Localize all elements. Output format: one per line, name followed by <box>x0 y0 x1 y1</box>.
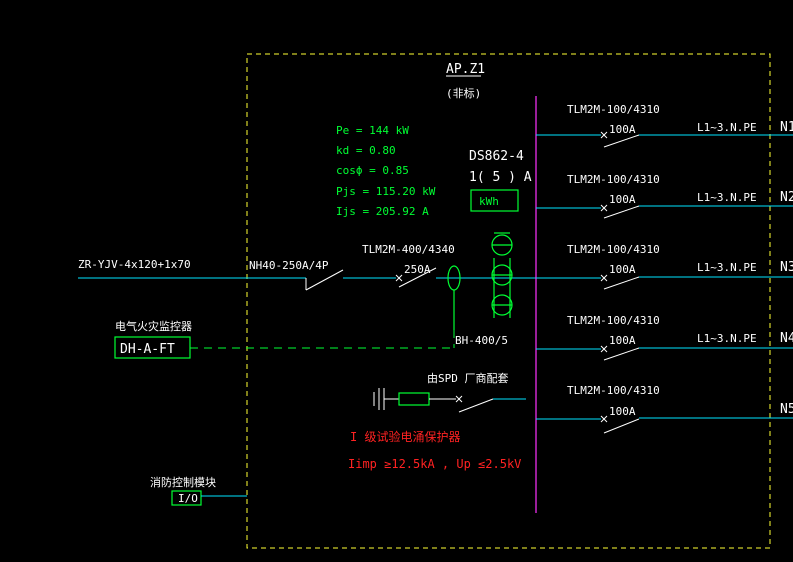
fire-monitor-label: 电气火灾监控器 <box>115 319 192 333</box>
panel-note: (非标) <box>446 86 481 100</box>
param-pjs: Pjs = 115.20 kW <box>336 185 436 198</box>
outgoing-circuit-4: TLM2M-100/4310 100A L1~3.N.PE N4 <box>536 314 793 361</box>
circuit-3-contact <box>603 276 640 290</box>
circuit-4-rating: 100A <box>609 334 636 347</box>
circuit-4-breaker: TLM2M-100/4310 <box>567 314 660 327</box>
isolator-contact <box>305 269 344 291</box>
outgoing-circuit-1: TLM2M-100/4310 100A L1~3.N.PE N1 <box>536 103 793 148</box>
meter-rating: 1( 5 ) A <box>469 170 532 185</box>
spd-spec: Iimp ≥12.5kA , Up ≤2.5kV <box>348 457 521 471</box>
outgoing-circuits: TLM2M-100/4310 100A L1~3.N.PE N1 TLM2M-1… <box>536 103 793 434</box>
ct-label: BH-400/5 <box>455 334 508 347</box>
main-breaker-rating: 250A <box>404 263 431 276</box>
circuit-2-contact <box>603 205 640 219</box>
circuit-2-rating: 100A <box>609 193 636 206</box>
fire-module-label: 消防控制模块 <box>150 475 216 489</box>
circuit-4-contact <box>603 347 640 361</box>
circuit-3-cross-b <box>600 274 608 282</box>
circuit-3-phase: L1~3.N.PE <box>697 261 757 274</box>
circuit-1-cross-b <box>600 131 608 139</box>
circuit-5-cross-b <box>600 415 608 423</box>
circuit-5-contact <box>603 418 640 434</box>
circuit-5-breaker: TLM2M-100/4310 <box>567 384 660 397</box>
outgoing-circuit-5: TLM2M-100/4310 100A N5 <box>536 384 793 434</box>
fire-module-box <box>171 490 202 506</box>
spd-breaker-contact <box>458 398 494 413</box>
main-breaker-contact <box>398 267 437 288</box>
circuit-1-phase: L1~3.N.PE <box>697 121 757 134</box>
circuit-2-id: N2 <box>780 190 793 205</box>
circuit-5-rating: 100A <box>609 405 636 418</box>
meter-model: DS862-4 <box>469 149 524 164</box>
circuit-3-breaker: TLM2M-100/4310 <box>567 243 660 256</box>
param-kd: kd = 0.80 <box>336 144 396 157</box>
spd-device <box>398 392 430 406</box>
param-pe: Pe = 144 kW <box>336 124 409 137</box>
circuit-5-id: N5 <box>780 402 793 417</box>
circuit-2-cross-b <box>600 204 608 212</box>
outgoing-circuit-3: TLM2M-100/4310 100A L1~3.N.PE N3 <box>536 243 793 290</box>
main-breaker-cross-b <box>395 274 403 282</box>
panel-name: AP.Z1 <box>446 62 485 77</box>
main-breaker-model: TLM2M-400/4340 <box>362 243 455 256</box>
incoming-cable-label: ZR-YJV-4x120+1x70 <box>78 258 191 271</box>
circuit-2-phase: L1~3.N.PE <box>697 191 757 204</box>
outgoing-circuit-2: TLM2M-100/4310 100A L1~3.N.PE N2 <box>536 173 793 219</box>
circuit-4-phase: L1~3.N.PE <box>697 332 757 345</box>
circuit-1-breaker: TLM2M-100/4310 <box>567 103 660 116</box>
circuit-3-rating: 100A <box>609 263 636 276</box>
panel-boundary <box>246 53 771 549</box>
spd-breaker-cross-b <box>455 395 463 403</box>
meter-unit: kWh <box>479 195 499 208</box>
spd-title: I 级试验电涌保护器 <box>350 429 460 444</box>
param-cos: cosϕ = 0.85 <box>336 164 409 177</box>
param-ijs: Ijs = 205.92 A <box>336 205 429 218</box>
circuit-1-id: N1 <box>780 120 793 135</box>
circuit-4-id: N4 <box>780 331 793 346</box>
circuit-4-cross-b <box>600 345 608 353</box>
isolator-label: NH40-250A/4P <box>249 259 329 272</box>
circuit-1-rating: 100A <box>609 123 636 136</box>
circuit-2-breaker: TLM2M-100/4310 <box>567 173 660 186</box>
fire-module-io: I/O <box>178 492 198 505</box>
meter-box <box>470 189 519 212</box>
circuit-3-id: N3 <box>780 260 793 275</box>
circuit-1-contact <box>603 134 640 148</box>
fire-monitor-model: DH-A-FT <box>120 342 175 357</box>
spd-source: 由SPD 厂商配套 <box>427 371 509 385</box>
